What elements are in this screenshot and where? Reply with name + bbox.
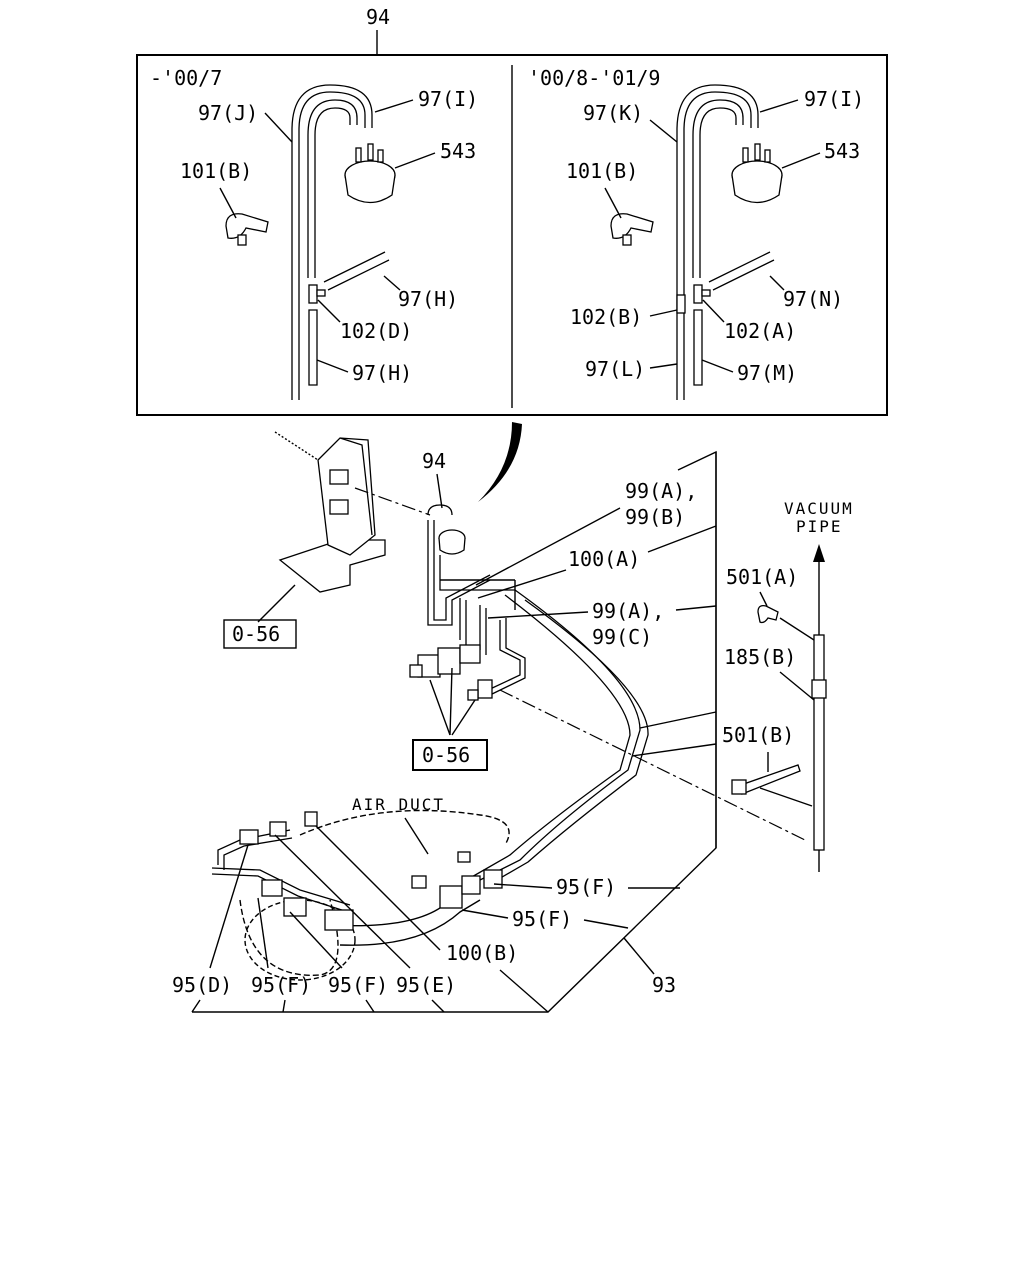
label-97n-right: 97(N)	[783, 287, 843, 311]
ref-0-56-upper: 0-56	[232, 622, 280, 646]
clip-101b-left	[225, 213, 269, 246]
label-97j-left: 97(J)	[198, 101, 258, 125]
label-95f-second: 95(F)	[512, 907, 572, 931]
label-94-main: 94	[422, 449, 446, 473]
hose-bundle	[427, 520, 649, 885]
label-101b-left: 101(B)	[180, 159, 252, 183]
left-date-range: -'00/7	[150, 66, 222, 90]
label-97h-bottom-left: 97(H)	[352, 361, 412, 385]
solenoid-cluster	[409, 644, 493, 701]
label-543-left: 543	[440, 139, 476, 163]
bottom-leader-lines	[191, 834, 445, 1013]
label-97l-right: 97(L)	[585, 357, 645, 381]
tee-102d-left	[308, 284, 326, 304]
label-air-duct: AIR DUCT	[352, 795, 445, 814]
label-97h-top-left: 97(H)	[398, 287, 458, 311]
tie-501b	[731, 764, 801, 795]
label-pipe: PIPE	[796, 517, 843, 536]
label-97k-right: 97(K)	[583, 101, 643, 125]
label-vacuum: VACUUM	[784, 499, 854, 518]
tee-102a-right	[693, 284, 711, 304]
mount-bracket	[274, 431, 386, 593]
label-102a-right: 102(A)	[724, 319, 796, 343]
hose-97j-left	[291, 84, 373, 400]
label-102b-right: 102(B)	[570, 305, 642, 329]
label-97m-right: 97(M)	[737, 361, 797, 385]
label-501b: 501(B)	[722, 723, 794, 747]
label-95f-third: 95(F)	[251, 973, 311, 997]
label-99a-first: 99(A),	[625, 479, 697, 503]
label-94-top: 94	[366, 5, 390, 29]
label-501a: 501(A)	[726, 565, 798, 589]
label-95f-first: 95(F)	[556, 875, 616, 899]
hose-97k-right	[676, 84, 759, 400]
vacuum-direction-arrow	[813, 544, 825, 640]
label-100b: 100(B)	[446, 941, 518, 965]
label-99b: 99(B)	[625, 505, 685, 529]
vacuum-pipe-185b	[811, 634, 827, 851]
joint-102b-right	[676, 294, 686, 314]
label-102d-left: 102(D)	[340, 319, 412, 343]
valve-543-right	[731, 143, 783, 204]
label-101b-right: 101(B)	[566, 159, 638, 183]
lower-hose-assembly	[211, 811, 503, 931]
label-95e: 95(E)	[396, 973, 456, 997]
label-97i-right: 97(I)	[804, 87, 864, 111]
detail-pointer-arrow	[478, 422, 522, 502]
label-99c: 99(C)	[592, 625, 652, 649]
right-panel: '00/8-'01/9 97(K) 97(I) 543 101(B) 97(N	[528, 66, 864, 400]
label-93: 93	[652, 973, 676, 997]
valve-assembly-94	[427, 504, 466, 555]
ref-0-56-lower: 0-56	[422, 743, 470, 767]
right-date-range: '00/8-'01/9	[528, 66, 660, 90]
clip-101b-right	[610, 213, 654, 246]
label-95f-fourth: 95(F)	[328, 973, 388, 997]
label-185b: 185(B)	[724, 645, 796, 669]
label-543-right: 543	[824, 139, 860, 163]
left-panel: -'00/7 97(J) 97(I) 543 101(B)	[150, 66, 478, 400]
detail-box: 94	[136, 5, 888, 416]
clip-501a	[757, 604, 779, 624]
label-97i-left: 97(I)	[418, 87, 478, 111]
label-100a: 100(A)	[568, 547, 640, 571]
label-95d: 95(D)	[172, 973, 232, 997]
perspective-frame	[192, 450, 717, 1013]
valve-543-left	[344, 143, 396, 204]
label-99a-second: 99(A),	[592, 599, 664, 623]
